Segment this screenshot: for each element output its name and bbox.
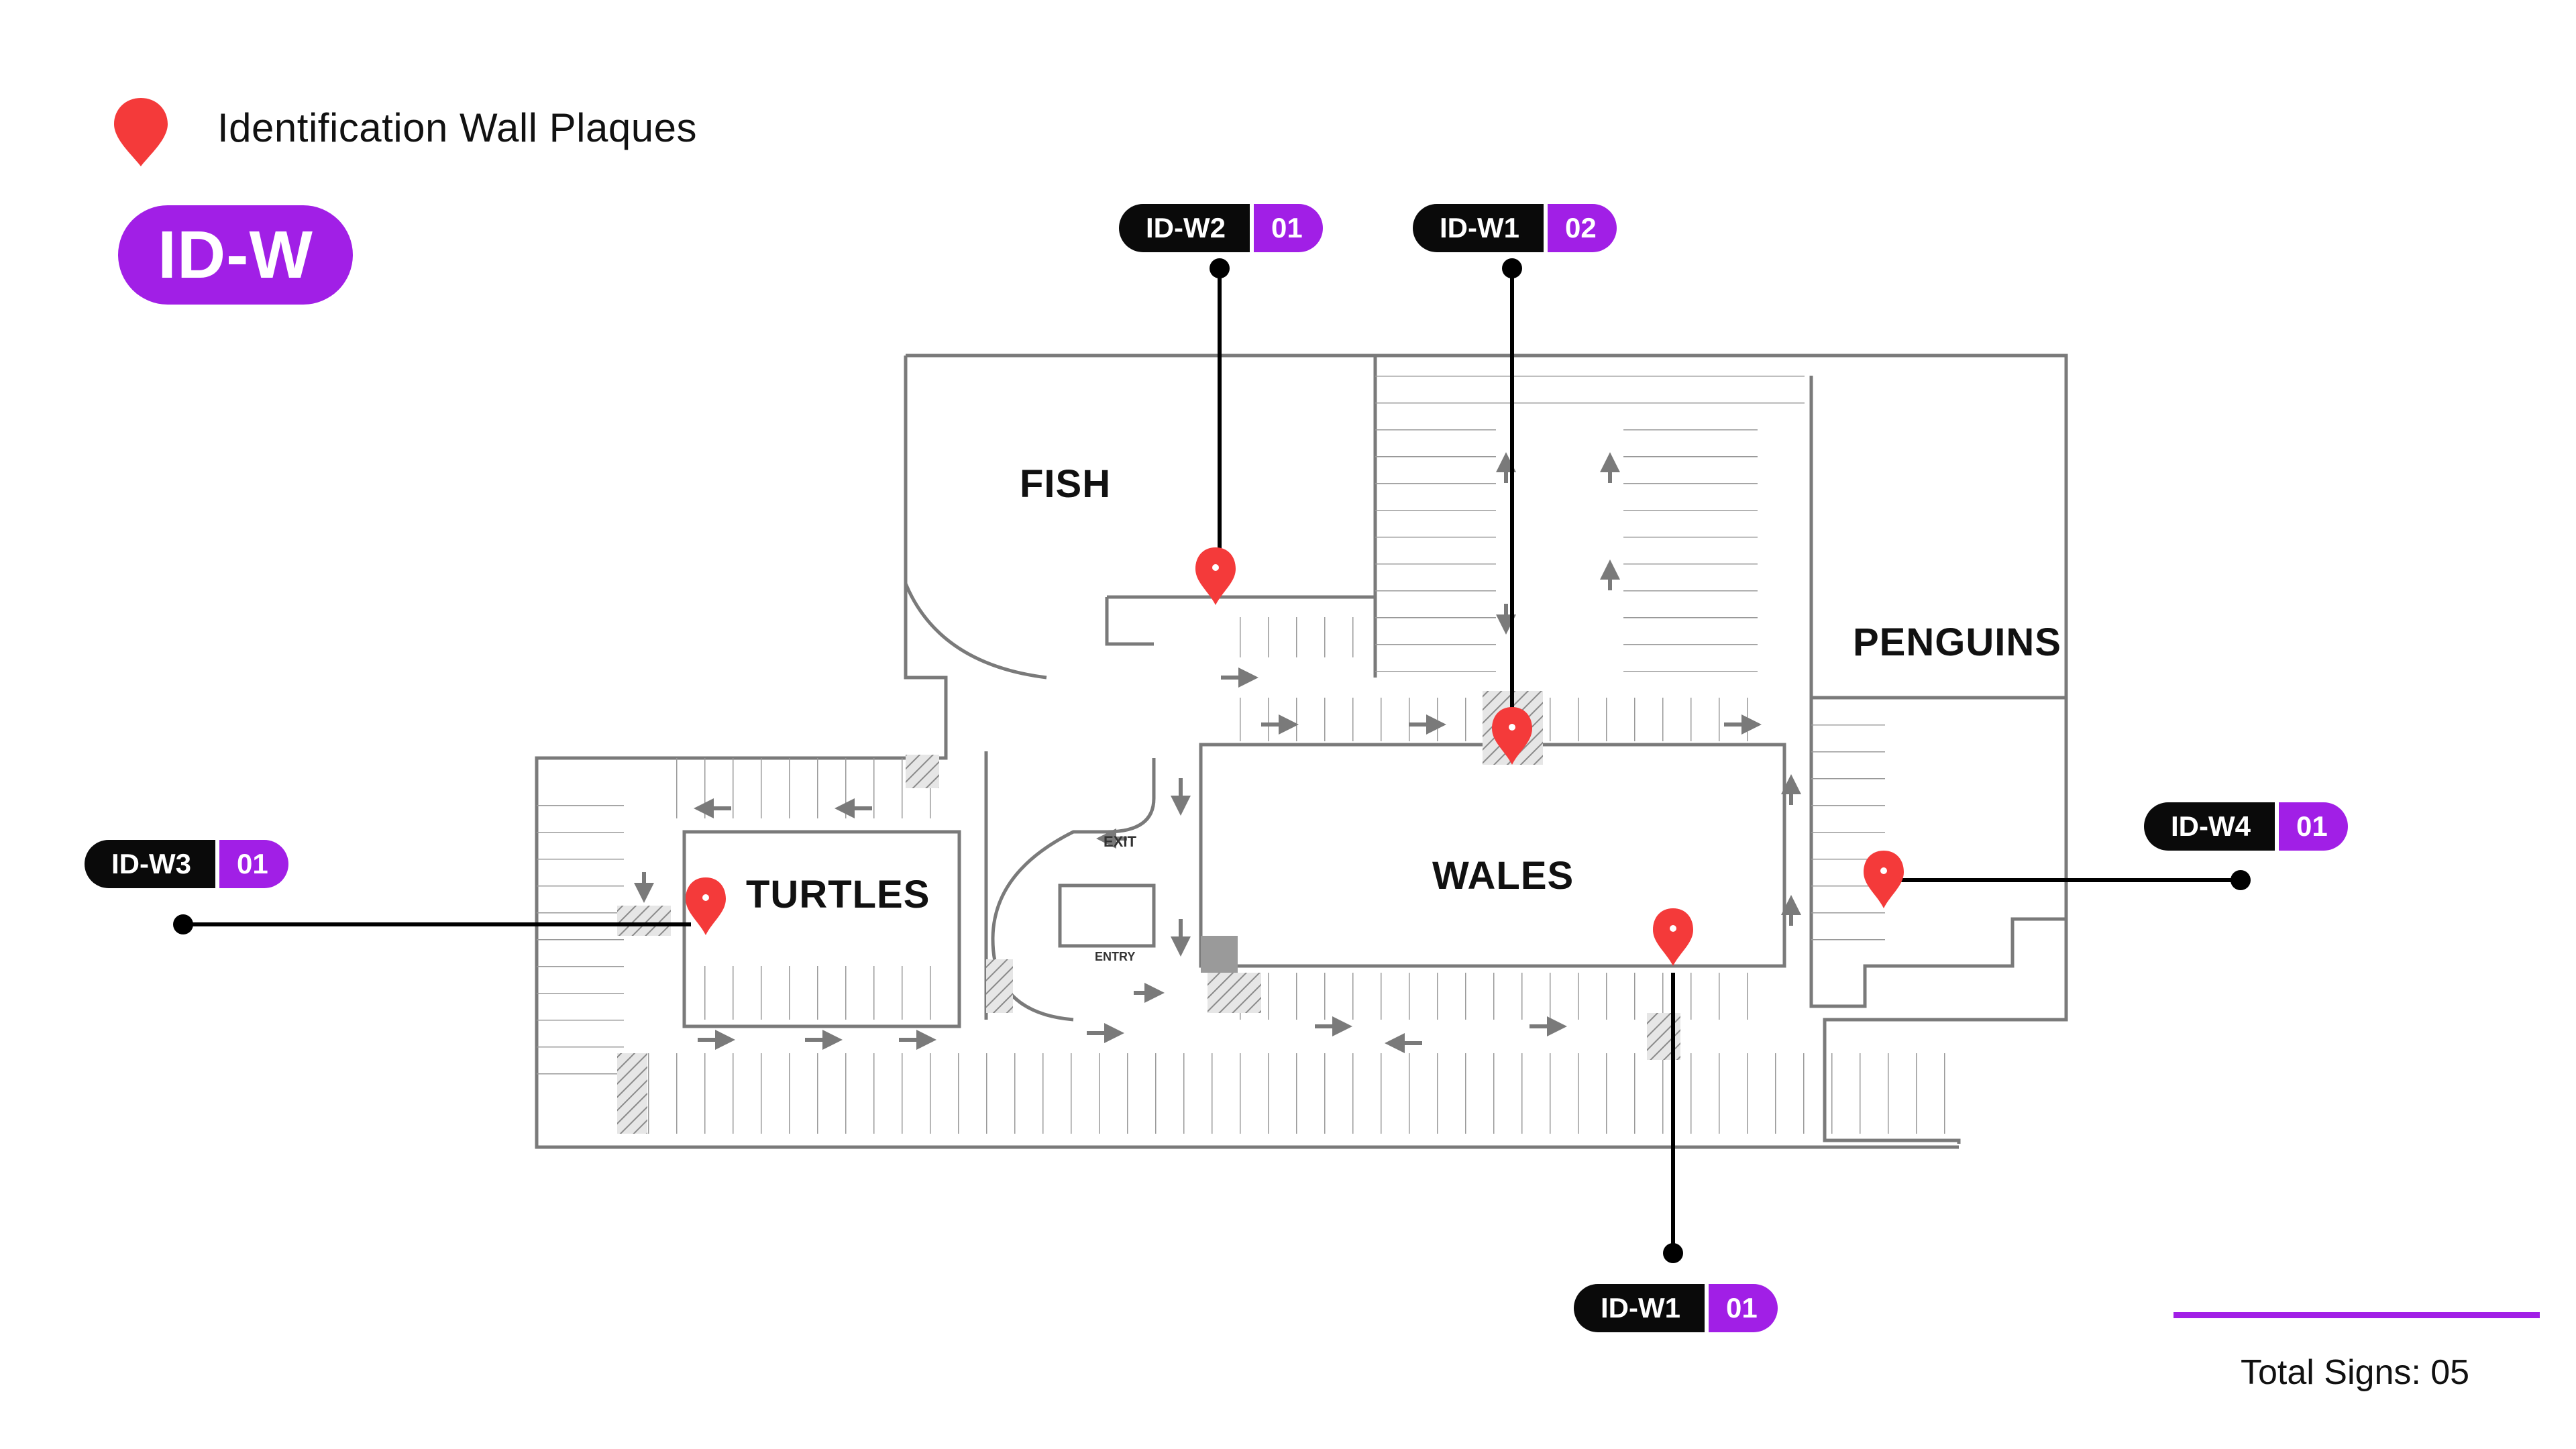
- stair-block: [1201, 936, 1238, 973]
- map-pin-icon: [114, 98, 168, 166]
- map-pins: [686, 547, 1904, 966]
- map-pin-icon: [1653, 908, 1693, 966]
- callout-leaders: [183, 268, 2241, 1253]
- zone-label-penguins: PENGUINS: [1853, 621, 2061, 664]
- legend-title: Identification Wall Plaques: [217, 105, 697, 150]
- map-pin-icon: [1864, 851, 1904, 908]
- zone-label-turtles: TURTLES: [746, 873, 930, 916]
- callout-code: ID-W1: [1413, 204, 1544, 252]
- zone-label-fish: FISH: [1020, 462, 1112, 506]
- callout-qty: 01: [1250, 204, 1323, 252]
- callout-id-w3: ID-W3 01: [85, 840, 288, 888]
- footer-divider: [2174, 1312, 2540, 1318]
- callout-code: ID-W2: [1119, 204, 1250, 252]
- map-pin-icon: [1195, 547, 1236, 605]
- traffic-arrows: [634, 452, 1801, 1053]
- callout-qty: 01: [2275, 802, 2348, 851]
- callout-code: ID-W1: [1574, 1284, 1705, 1332]
- callout-code: ID-W4: [2144, 802, 2275, 851]
- callout-qty: 02: [1544, 204, 1617, 252]
- map-pin-icon: [1492, 707, 1532, 765]
- callout-dots: [173, 258, 2251, 1263]
- callout-qty: 01: [215, 840, 288, 888]
- callout-id-w4: ID-W4 01: [2144, 802, 2348, 851]
- exit-label: EXIT: [1104, 833, 1136, 850]
- entry-label: ENTRY: [1095, 950, 1135, 963]
- callout-qty: 01: [1705, 1284, 1778, 1332]
- callout-id-w2: ID-W2 01: [1119, 204, 1323, 252]
- map-pin-icon: [686, 877, 726, 935]
- total-signs: Total Signs: 05: [2241, 1353, 2470, 1392]
- callout-id-w1-lower: ID-W1 01: [1574, 1284, 1778, 1332]
- callout-id-w1-upper: ID-W1 02: [1413, 204, 1617, 252]
- callout-code: ID-W3: [85, 840, 215, 888]
- sign-code-badge: ID-W: [118, 205, 353, 305]
- zone-label-wales: WALES: [1432, 854, 1574, 898]
